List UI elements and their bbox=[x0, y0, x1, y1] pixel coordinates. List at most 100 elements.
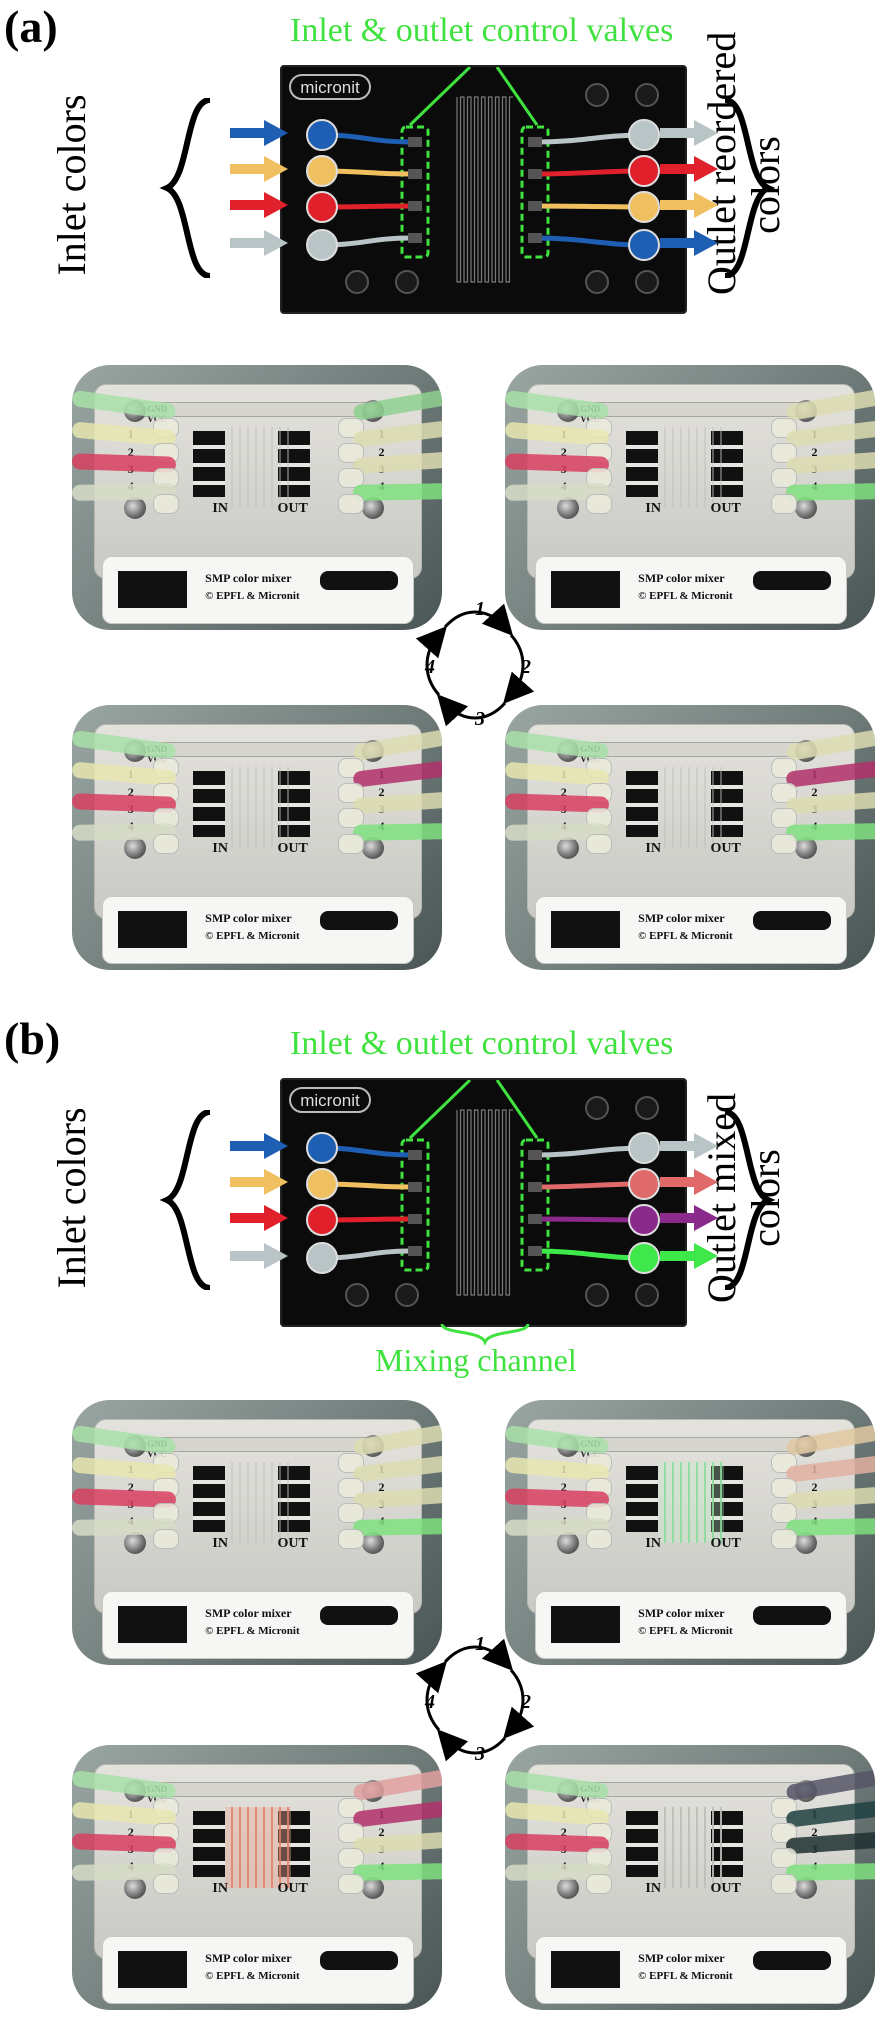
outlet-fitting bbox=[771, 1873, 798, 1894]
inlet-port-number: 2 bbox=[127, 1824, 134, 1839]
mounting-hole bbox=[585, 1283, 609, 1307]
outlet-color-arrow bbox=[660, 1205, 718, 1231]
outlet-fitting bbox=[338, 493, 365, 514]
outlet-valve-array bbox=[277, 770, 311, 837]
inlet-color-arrow bbox=[230, 1243, 288, 1269]
outlet-port bbox=[628, 155, 660, 187]
outlet-port bbox=[628, 1242, 660, 1274]
valve-callout-arrow-right bbox=[495, 67, 539, 126]
panel-a-inlet-text: Inlet colors bbox=[49, 94, 94, 276]
epfl-logo bbox=[118, 1951, 187, 1989]
inlet-fitting bbox=[153, 493, 180, 514]
mounting-screw bbox=[557, 1876, 580, 1899]
mounting-screw bbox=[795, 1531, 818, 1554]
outlet-valve-array bbox=[710, 770, 744, 837]
connector-strip bbox=[140, 741, 378, 758]
in-label: IN bbox=[212, 500, 228, 516]
product-copyright: © EPFL & Micronit bbox=[205, 1969, 300, 1982]
mounting-screw bbox=[557, 496, 580, 519]
inlet-fitting bbox=[586, 493, 613, 514]
outlet-tube bbox=[786, 1518, 875, 1537]
outlet-channel bbox=[534, 1216, 645, 1223]
outlet-channel bbox=[534, 203, 645, 210]
mixing-channel bbox=[225, 427, 291, 509]
valve-callout-arrow-left bbox=[408, 67, 472, 127]
mounting-hole bbox=[585, 83, 609, 107]
outlet-tube bbox=[786, 1863, 875, 1882]
panel-b-outlet-text-line2: colors bbox=[743, 1149, 788, 1247]
inlet-port-number: 2 bbox=[560, 1479, 567, 1494]
cycle-arrow-1 bbox=[443, 603, 514, 636]
inlet-port bbox=[306, 119, 338, 151]
epfl-logo bbox=[118, 1606, 187, 1644]
product-name: SMP color mixer bbox=[205, 571, 292, 586]
mounting-screw bbox=[795, 496, 818, 519]
mixing-channel-serpentine bbox=[456, 1109, 513, 1296]
cycle-step-label: 4 bbox=[424, 1691, 435, 1713]
inlet-port bbox=[306, 191, 338, 223]
outlet-tube bbox=[353, 1863, 442, 1882]
outlet-fitting bbox=[771, 1503, 798, 1524]
mounting-screw bbox=[124, 1876, 147, 1899]
inlet-color-arrow bbox=[230, 156, 288, 182]
inlet-valve-array bbox=[192, 770, 226, 837]
inlet-port-number: 2 bbox=[127, 444, 134, 459]
chip-logo-frame bbox=[289, 74, 371, 100]
outlet-fitting bbox=[338, 808, 365, 829]
out-label: OUT bbox=[277, 500, 308, 516]
microtechnologies-logo bbox=[753, 911, 831, 930]
mixing-channel bbox=[225, 1462, 291, 1544]
cycle-arrow-3 bbox=[436, 694, 507, 727]
outlet-port-number: 2 bbox=[378, 784, 385, 799]
outlet-fitting bbox=[771, 468, 798, 489]
mounting-hole bbox=[345, 270, 369, 294]
mounting-hole bbox=[635, 1096, 659, 1120]
inlet-port bbox=[306, 229, 338, 261]
mounting-screw bbox=[557, 1531, 580, 1554]
cycle-arrow-3 bbox=[436, 1729, 507, 1762]
microtechnologies-logo bbox=[753, 1606, 831, 1625]
epfl-logo bbox=[118, 571, 187, 609]
product-label-card: SMP color mixer© EPFL & Micronit bbox=[534, 1590, 848, 1660]
cycle-step-label: 1 bbox=[475, 1633, 485, 1655]
inlet-valve-array bbox=[625, 1810, 659, 1877]
inlet-fitting bbox=[153, 1528, 180, 1549]
panel-a-inlet-brace bbox=[155, 97, 215, 279]
outlet-channel bbox=[534, 1181, 645, 1190]
inlet-port bbox=[306, 1204, 338, 1236]
outlet-port bbox=[628, 1168, 660, 1200]
in-label: IN bbox=[212, 1535, 228, 1551]
connector-strip bbox=[140, 1436, 378, 1453]
outlet-channel bbox=[534, 132, 645, 145]
product-name: SMP color mixer bbox=[205, 1951, 292, 1966]
product-name: SMP color mixer bbox=[638, 1951, 725, 1966]
inlet-color-arrow bbox=[230, 1205, 288, 1231]
mounting-screw bbox=[362, 1531, 385, 1554]
outlet-valve-array bbox=[710, 430, 744, 497]
cycle-arrow-4 bbox=[415, 1661, 447, 1731]
mixing-channel bbox=[658, 1807, 724, 1889]
cycle-step-label: 4 bbox=[424, 656, 435, 678]
outlet-valve bbox=[528, 1182, 542, 1192]
outlet-valve bbox=[528, 201, 542, 211]
inlet-fitting bbox=[153, 833, 180, 854]
product-label-card: SMP color mixer© EPFL & Micronit bbox=[534, 895, 848, 965]
inlet-valve-box bbox=[400, 1138, 430, 1272]
outlet-valve bbox=[528, 1150, 542, 1160]
out-label: OUT bbox=[710, 840, 741, 856]
connector-strip bbox=[573, 401, 811, 418]
inlet-valve bbox=[408, 137, 422, 147]
mounting-hole bbox=[585, 270, 609, 294]
outlet-fitting bbox=[338, 1528, 365, 1549]
microtechnologies-logo bbox=[320, 911, 398, 930]
outlet-color-arrow bbox=[660, 230, 718, 256]
epfl-logo bbox=[551, 911, 620, 949]
mixing-channel bbox=[225, 767, 291, 849]
outlet-color-arrow bbox=[660, 156, 718, 182]
valve-callout-arrow-right bbox=[495, 1080, 539, 1139]
product-name: SMP color mixer bbox=[638, 911, 725, 926]
mixing-channel bbox=[658, 427, 724, 509]
epfl-logo bbox=[551, 571, 620, 609]
